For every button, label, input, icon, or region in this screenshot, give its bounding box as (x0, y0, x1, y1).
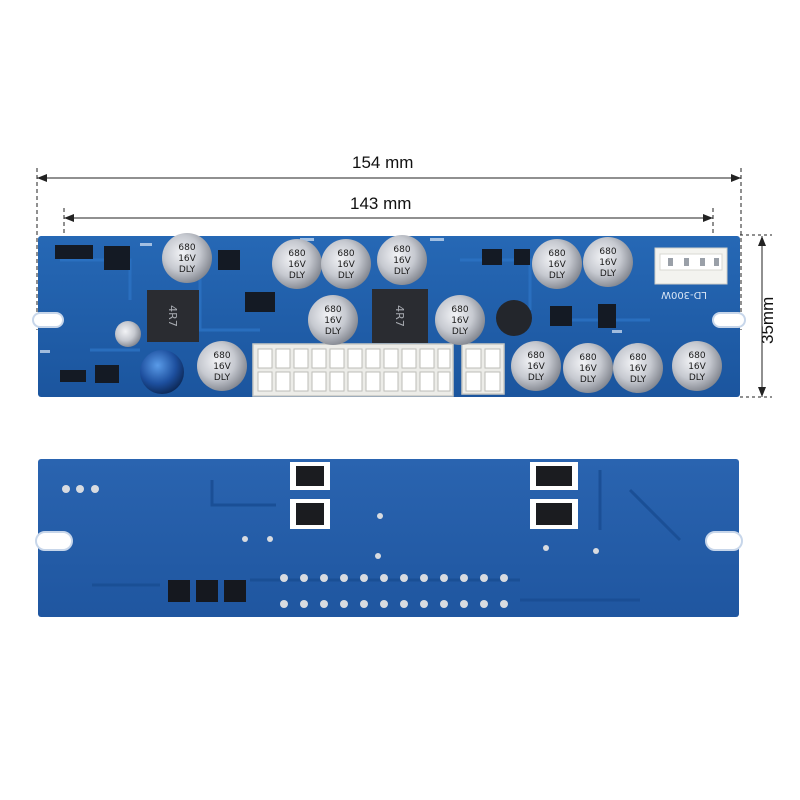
svg-text:16V: 16V (324, 316, 342, 326)
small-capacitor (115, 321, 141, 347)
svg-text:DLY: DLY (549, 271, 566, 281)
cap-2: 680 16V DLY (272, 239, 322, 289)
blue-capacitor (140, 350, 184, 394)
svg-text:4R7: 4R7 (393, 305, 406, 327)
hole-spacing-label: 143 mm (350, 194, 412, 213)
cap-8: 680 16V DLY (435, 295, 485, 345)
svg-text:680: 680 (599, 247, 616, 257)
dark-capacitor (496, 300, 532, 336)
svg-text:680: 680 (629, 353, 646, 363)
cap-13: 680 16V DLY (672, 341, 722, 391)
svg-text:680: 680 (178, 243, 195, 253)
svg-text:16V: 16V (629, 364, 647, 374)
svg-text:DLY: DLY (214, 373, 231, 383)
mosfet-group (290, 462, 578, 529)
cap-9: 680 16V DLY (197, 341, 247, 391)
svg-text:DLY: DLY (179, 265, 196, 275)
aux-connector (461, 343, 505, 395)
solder-pads (62, 485, 599, 608)
cap-12: 680 16V DLY (613, 343, 663, 393)
cap-5: 680 16V DLY (532, 239, 582, 289)
svg-text:16V: 16V (393, 256, 411, 266)
svg-text:680: 680 (527, 351, 544, 361)
svg-text:680: 680 (213, 351, 230, 361)
svg-text:680: 680 (451, 305, 468, 315)
power-header (654, 247, 728, 285)
svg-text:DLY: DLY (338, 271, 355, 281)
svg-text:680: 680 (324, 305, 341, 315)
svg-text:16V: 16V (548, 260, 566, 270)
svg-text:16V: 16V (527, 362, 545, 372)
svg-text:680: 680 (393, 245, 410, 255)
model-silkscreen: LD-300W (661, 289, 707, 300)
svg-text:680: 680 (548, 249, 565, 259)
inductor-1: 4R7 (147, 290, 199, 342)
cap-11: 680 16V DLY (563, 343, 613, 393)
svg-text:16V: 16V (688, 362, 706, 372)
cap-3: 680 16V DLY (321, 239, 371, 289)
svg-text:DLY: DLY (580, 375, 597, 385)
svg-text:DLY: DLY (600, 269, 617, 279)
cap-4: 680 16V DLY (377, 235, 427, 285)
cap-7: 680 16V DLY (308, 295, 358, 345)
svg-text:680: 680 (688, 351, 705, 361)
svg-text:DLY: DLY (289, 271, 306, 281)
svg-text:680: 680 (288, 249, 305, 259)
ic-group (168, 580, 246, 602)
front-board: 4R7 4R7 (32, 233, 746, 397)
svg-text:4R7: 4R7 (166, 305, 179, 327)
atx-connector (252, 343, 454, 397)
inductor-2: 4R7 (372, 289, 428, 343)
cap-10: 680 16V DLY (511, 341, 561, 391)
svg-text:16V: 16V (178, 254, 196, 264)
svg-text:DLY: DLY (630, 375, 647, 385)
cap-6: 680 16V DLY (583, 237, 633, 287)
svg-text:DLY: DLY (325, 327, 342, 337)
svg-text:16V: 16V (213, 362, 231, 372)
svg-text:16V: 16V (451, 316, 469, 326)
svg-text:DLY: DLY (528, 373, 545, 383)
svg-text:680: 680 (337, 249, 354, 259)
cap-1: 680 16V DLY (162, 233, 212, 283)
svg-text:DLY: DLY (394, 267, 411, 277)
svg-text:16V: 16V (579, 364, 597, 374)
total-length-label: 154 mm (352, 153, 414, 172)
svg-text:16V: 16V (599, 258, 617, 268)
back-board (35, 459, 743, 617)
svg-text:16V: 16V (288, 260, 306, 270)
svg-text:DLY: DLY (689, 373, 706, 383)
svg-text:16V: 16V (337, 260, 355, 270)
svg-text:680: 680 (579, 353, 596, 363)
svg-text:DLY: DLY (452, 327, 469, 337)
